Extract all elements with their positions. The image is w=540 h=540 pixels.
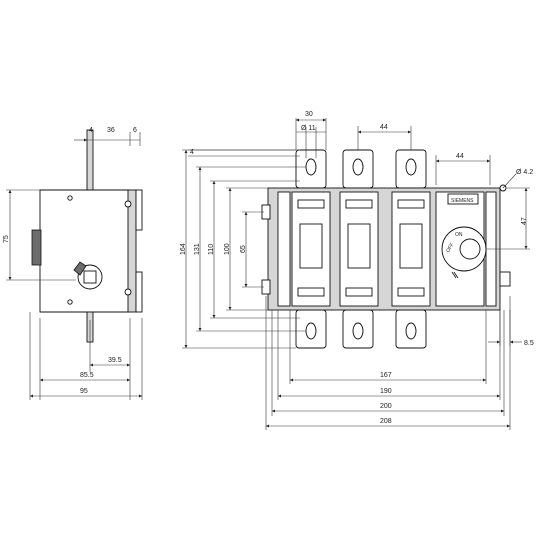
front-view: SIEMENS ON OFF — [261, 149, 511, 349]
side-dim-85-5: 85.5 — [80, 372, 94, 379]
front-dim-164: 164 — [180, 243, 187, 255]
side-dimensions: 4 36 6 75 39.5 85.5 95 — [3, 127, 143, 400]
side-dim-95: 95 — [80, 388, 88, 395]
side-dim-36: 36 — [107, 127, 115, 134]
front-dim-200: 200 — [380, 403, 392, 410]
front-dim-65: 65 — [240, 245, 247, 253]
product-label — [447, 193, 479, 205]
side-mount-plate — [127, 189, 137, 313]
side-shaft-top — [86, 129, 94, 191]
front-dim-47: 47 — [521, 217, 528, 225]
front-dim-44-poles: 44 — [380, 124, 388, 131]
front-dim-diameter-11: Ø 11 — [301, 125, 316, 132]
handle-off-label: OFF — [445, 242, 455, 254]
front-dim-110: 110 — [208, 244, 215, 255]
front-dim-100: 100 — [224, 243, 231, 255]
front-dim-131: 131 — [194, 243, 201, 255]
side-terminal-bottom — [135, 271, 143, 313]
side-terminal-top — [135, 189, 143, 231]
bottom-terminals — [295, 309, 427, 349]
front-dim-30: 30 — [305, 111, 313, 118]
front-dim-8-5: 8.5 — [524, 340, 534, 347]
side-handle — [31, 229, 42, 266]
front-dim-208: 208 — [380, 418, 392, 425]
front-dim-4: 4 — [190, 149, 194, 156]
side-body — [39, 189, 131, 313]
product-label-text: SIEMENS — [451, 198, 474, 204]
side-dim-75: 75 — [3, 235, 10, 243]
side-dim-4: 4 — [89, 127, 93, 134]
top-terminals — [295, 149, 427, 189]
handle-on-label: ON — [455, 232, 463, 238]
side-dim-39-5: 39.5 — [108, 357, 122, 364]
front-dim-diameter-4-2: Ø 4.2 — [516, 169, 533, 176]
front-dim-167: 167 — [380, 372, 392, 379]
front-dimensions: 30 Ø 11 44 44 Ø 4.2 47 8.5 164 — [180, 111, 534, 430]
front-dim-44-right: 44 — [456, 153, 464, 160]
pole-units — [291, 191, 431, 307]
side-view — [31, 129, 143, 343]
front-dim-190: 190 — [380, 388, 392, 395]
side-dim-6: 6 — [133, 127, 137, 134]
